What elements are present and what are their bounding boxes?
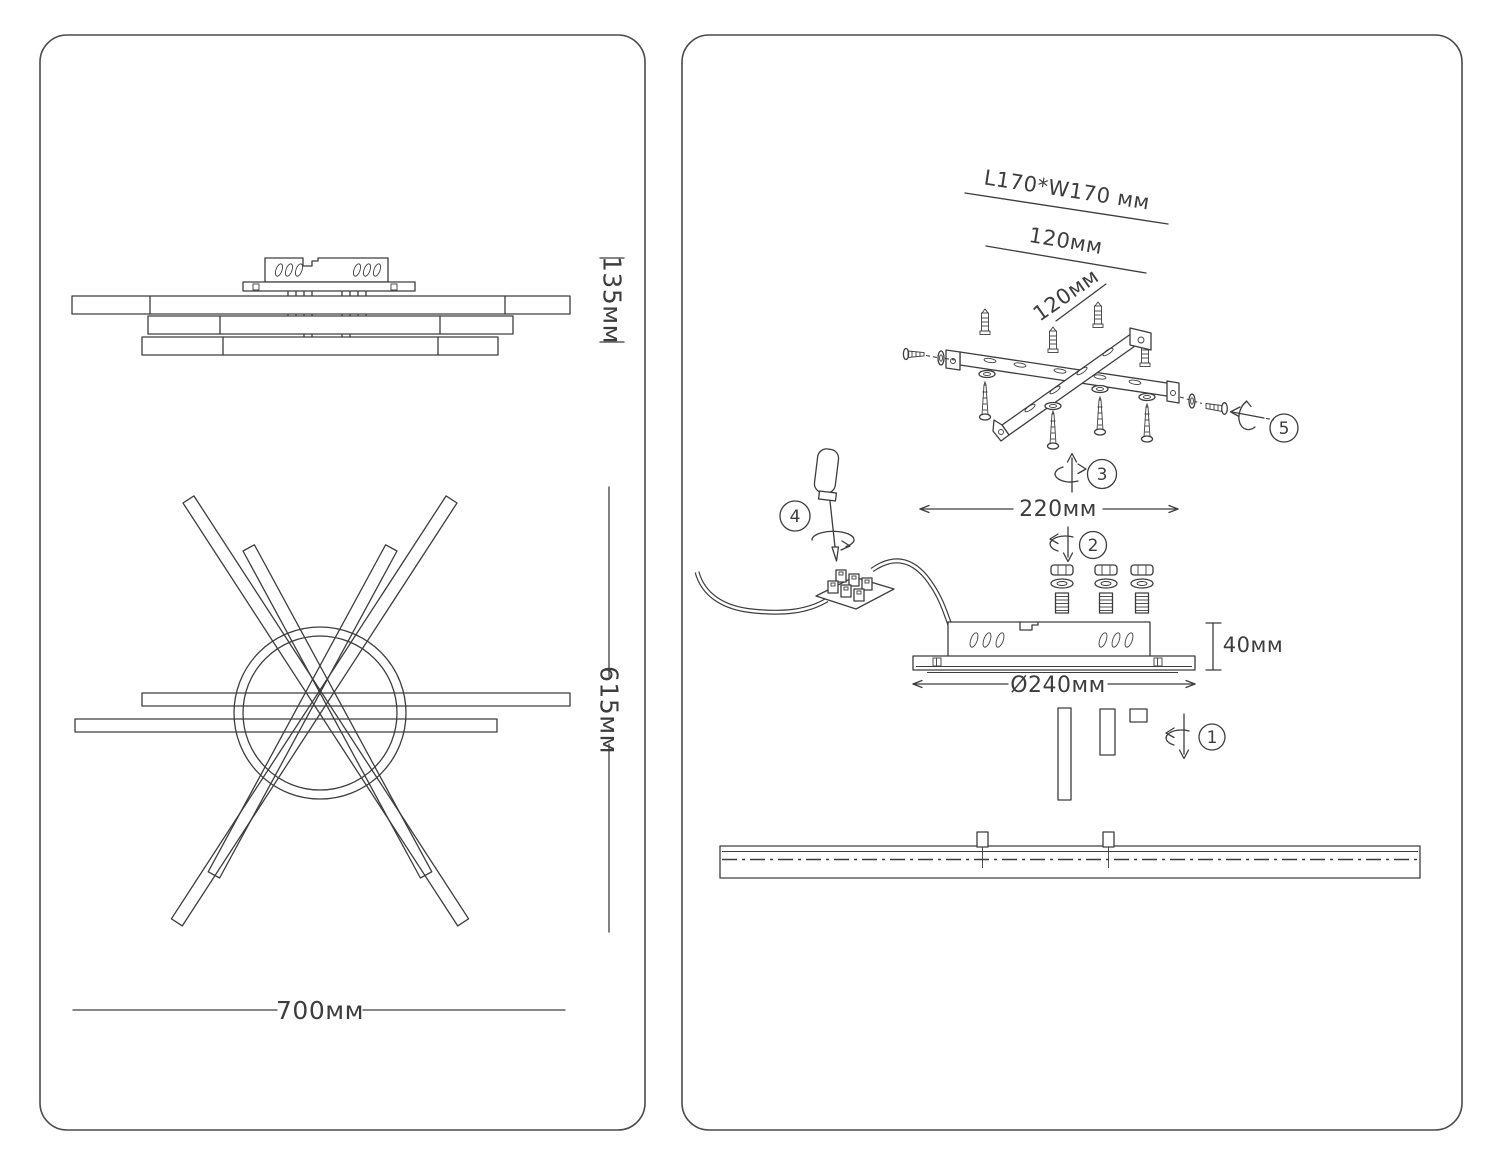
- plan-view: 615мм 700мм: [72, 486, 624, 1025]
- vent-slots-right: [352, 263, 382, 277]
- canopy-exploded: 40мм Ø240мм: [912, 621, 1283, 698]
- terminal-block: [815, 569, 895, 610]
- side-view: 135мм: [71, 256, 627, 356]
- bracket-spacing-a-label: 120мм: [1027, 223, 1104, 259]
- step-3-badge: 3: [1086, 458, 1118, 490]
- step-5-number: 5: [1279, 419, 1290, 439]
- plan-width-label: 700мм: [276, 996, 364, 1025]
- ring-inner: [242, 635, 398, 791]
- profile-bar: [719, 845, 1421, 879]
- canopy-diameter-label: Ø240мм: [1010, 673, 1106, 698]
- step-3-rotate-icon: [1054, 452, 1087, 493]
- step-1-number: 1: [1207, 728, 1218, 748]
- rod-spacing-label: 220мм: [1019, 497, 1097, 522]
- side-height-label: 135мм: [598, 256, 627, 344]
- screwdriver-icon: [811, 448, 855, 562]
- side-screw-left: [902, 347, 956, 366]
- spacer-square: [1129, 708, 1148, 723]
- mounting-bracket-exploded: 5 3: [902, 301, 1299, 493]
- profile-bar-section: [719, 831, 1421, 879]
- vent-slots-left: [274, 263, 304, 277]
- step-1-badge: 1: [1198, 723, 1226, 751]
- right-panel-frame: [681, 34, 1463, 1131]
- step-5-rotate-icon: [1229, 400, 1275, 431]
- spacer-short: [1099, 708, 1116, 756]
- step-2-number: 2: [1088, 536, 1099, 556]
- step-2-badge: 2: [1078, 530, 1108, 560]
- bracket-washers: [978, 369, 1156, 411]
- dimension-side-height: 135мм: [598, 256, 627, 344]
- step-5-badge: 5: [1269, 413, 1299, 443]
- mounting-screws: [978, 380, 1154, 450]
- light-bars-plan: [74, 495, 571, 927]
- canopy-base-plate: [912, 655, 1196, 671]
- profile-tab-right: [1102, 831, 1115, 848]
- bracket-dimensions: L170*W170 мм 120мм 120мм: [964, 165, 1169, 326]
- spacer-long: [1057, 707, 1072, 801]
- step-2-rotate-icon: [1049, 526, 1074, 563]
- dimension-canopy-diameter: Ø240мм: [912, 673, 1196, 698]
- step-1-rotate-icon: [1165, 713, 1190, 760]
- terminal-cells: [827, 569, 873, 602]
- canopy-box-side: [242, 257, 416, 292]
- dimension-plan-height: 615мм: [595, 486, 624, 933]
- canopy-vents-left: [969, 632, 1005, 648]
- supply-wires: [694, 558, 953, 626]
- bracket-strap-b: [992, 327, 1152, 442]
- wiring-step: 4: [694, 448, 953, 626]
- bracket-plate-label: L170*W170 мм: [982, 165, 1151, 214]
- left-panel-frame: [39, 34, 646, 1131]
- dimension-plan-width: 700мм: [72, 996, 566, 1025]
- light-bars-side: [71, 295, 571, 356]
- step-4-badge: 4: [779, 500, 811, 532]
- canopy-height-label: 40мм: [1223, 633, 1283, 657]
- canopy-vents-right: [1098, 632, 1134, 648]
- hanging-hook-slot: [1019, 621, 1039, 631]
- wall-anchors: [979, 301, 1151, 367]
- side-screw-right: [1179, 393, 1228, 415]
- step-4-number: 4: [790, 507, 801, 527]
- nut-washer-stud-sets: [1050, 564, 1154, 614]
- dimension-rod-spacing: 220мм: [919, 497, 1179, 522]
- plan-height-label: 615мм: [595, 666, 624, 754]
- profile-tab-left: [976, 831, 989, 848]
- ceiling-plate-side: [242, 281, 416, 292]
- bracket-strap-a: [945, 349, 1180, 404]
- step-1-parts: 1: [1057, 707, 1226, 801]
- dimension-canopy-height: 40мм: [1205, 622, 1283, 671]
- step-3-number: 3: [1097, 465, 1108, 485]
- ring-outer: [233, 626, 407, 800]
